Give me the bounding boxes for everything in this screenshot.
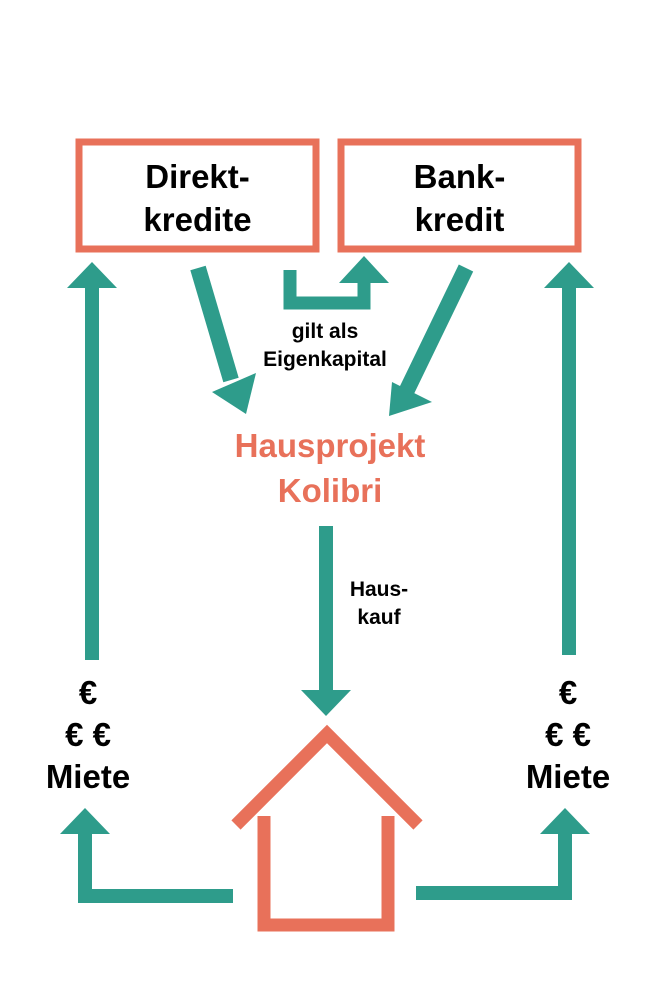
miete-right-label: Miete <box>525 758 611 796</box>
arrow-right-up <box>544 262 594 655</box>
arrow-bank-to-project <box>389 264 474 416</box>
project-title: Hausprojekt Kolibri <box>175 424 485 513</box>
miete-left-euro2: € € <box>65 716 111 754</box>
house-icon <box>231 724 423 932</box>
miete-left: € € € Miete <box>18 672 158 799</box>
miete-right-euro2: € € <box>545 716 591 754</box>
direktkredite-box <box>75 138 320 253</box>
eigenkapital-line1: gilt als <box>291 320 359 343</box>
bankkredit-label: Bank- kredit <box>341 156 578 242</box>
arrow-house-to-right-miete <box>416 808 590 900</box>
direktkredite-line1: Direkt- <box>145 158 250 195</box>
eigenkapital-label: gilt als Eigenkapital <box>210 318 440 375</box>
hauskauf-line1: Haus- <box>349 578 409 601</box>
hauskauf-label: Haus- kauf <box>334 576 424 633</box>
direktkredite-line2: kredite <box>143 200 252 238</box>
miete-left-euro1: € <box>78 674 98 711</box>
eigenkapital-line2: Eigenkapital <box>263 348 387 372</box>
project-line1: Hausprojekt <box>234 427 426 464</box>
bankkredit-box <box>337 138 582 253</box>
miete-right-euro1: € <box>558 674 578 711</box>
hauskauf-line2: kauf <box>357 606 401 630</box>
miete-right: € € € Miete <box>498 672 638 799</box>
miete-left-label: Miete <box>45 758 131 796</box>
project-line2: Kolibri <box>277 471 383 509</box>
arrow-direkt-to-project <box>190 265 256 414</box>
bankkredit-line1: Bank- <box>413 158 506 195</box>
arrow-house-to-left-miete <box>60 808 233 903</box>
bankkredit-line2: kredit <box>414 200 505 238</box>
arrow-left-up <box>67 262 117 660</box>
direktkredite-label: Direkt- kredite <box>79 156 316 242</box>
arrow-hauskauf <box>301 526 351 716</box>
arrow-eigenkapital <box>283 256 389 310</box>
